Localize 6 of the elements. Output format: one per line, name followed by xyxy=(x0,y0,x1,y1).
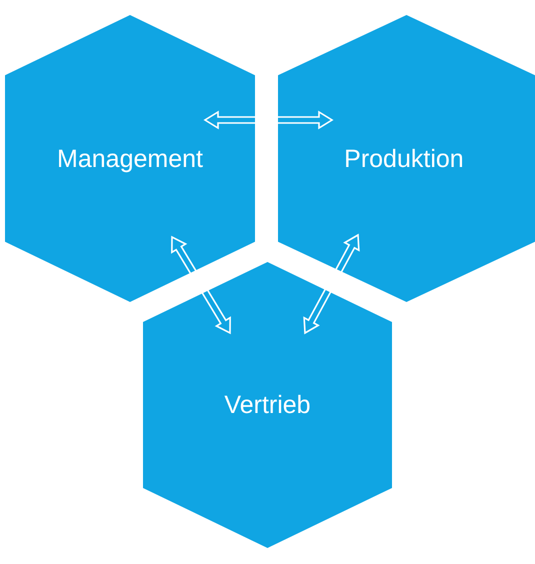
node-label: Management xyxy=(57,144,203,174)
double-arrow xyxy=(303,234,360,334)
double-arrow xyxy=(203,110,334,130)
node-label: Produktion xyxy=(344,144,464,174)
node-label: Vertrieb xyxy=(224,390,311,420)
double-arrow xyxy=(171,236,231,334)
